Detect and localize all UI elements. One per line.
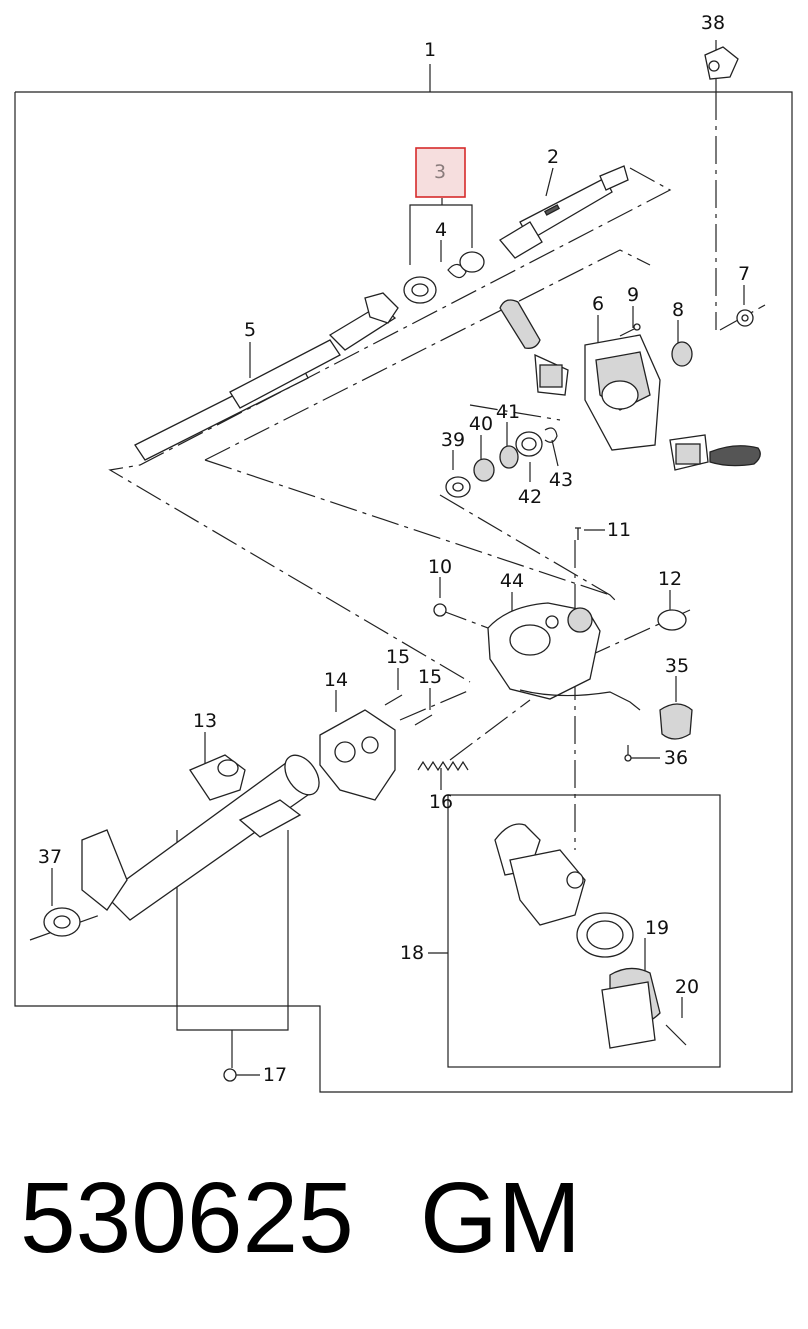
callout-19: 19 [645,917,669,939]
callout-38: 38 [701,12,725,34]
column-upper-bracket [319,694,433,801]
callout-36: 36 [664,747,688,769]
callout-8: 8 [672,299,684,321]
ring-set [445,427,558,498]
callout-44: 44 [500,570,524,592]
phantom-guide-lines [29,92,766,941]
callout-14: 14 [324,669,348,691]
callout-16: 16 [429,791,453,813]
bushing-set [403,251,485,304]
callout-15a: 15 [386,646,410,668]
callout-labels: 1 2 4 5 6 7 8 9 10 11 12 13 14 15 15 16 … [38,12,750,1086]
small-fasteners-upper [619,46,754,367]
callout-42: 42 [518,486,542,508]
callout-7: 7 [738,263,750,285]
callout-15b: 15 [418,666,442,688]
callout-37: 37 [38,846,62,868]
lower-column-tube [43,754,320,1082]
combination-switch-housing [584,334,661,451]
leader-lines [51,167,745,1076]
upper-steering-shaft [499,165,629,259]
callout-3-highlight-box [415,147,466,198]
intermediate-shaft [134,292,399,461]
callout-3: 3 [434,161,446,183]
callout-40: 40 [469,413,493,435]
callout-43: 43 [549,469,573,491]
callout-39: 39 [441,429,465,451]
callout-9: 9 [627,284,639,306]
callout-3-bracket [409,198,473,265]
lever-and-cap [624,609,693,762]
turn-signal-stalk [499,299,569,396]
part-number: 530625 [20,1162,354,1274]
callout-12: 12 [658,568,682,590]
callout-2: 2 [547,146,559,168]
callout-4: 4 [435,219,447,241]
callout-11: 11 [607,519,631,541]
callout-17: 17 [263,1064,287,1086]
callout-6: 6 [592,293,604,315]
callout-18: 18 [400,942,424,964]
callout-1: 1 [424,39,436,61]
callout-13: 13 [193,710,217,732]
column-spring [417,760,469,772]
assembly-outline [14,40,793,1093]
column-housing [433,527,641,711]
callout-35: 35 [665,655,689,677]
brand-name: GM [420,1162,581,1274]
callout-10: 10 [428,556,452,578]
wiper-stalk [669,434,761,471]
callout-20: 20 [675,976,699,998]
callout-41: 41 [496,401,520,423]
callout-5: 5 [244,319,256,341]
ignition-lock-assembly [494,823,687,1049]
subassembly-18-box [447,794,721,1068]
